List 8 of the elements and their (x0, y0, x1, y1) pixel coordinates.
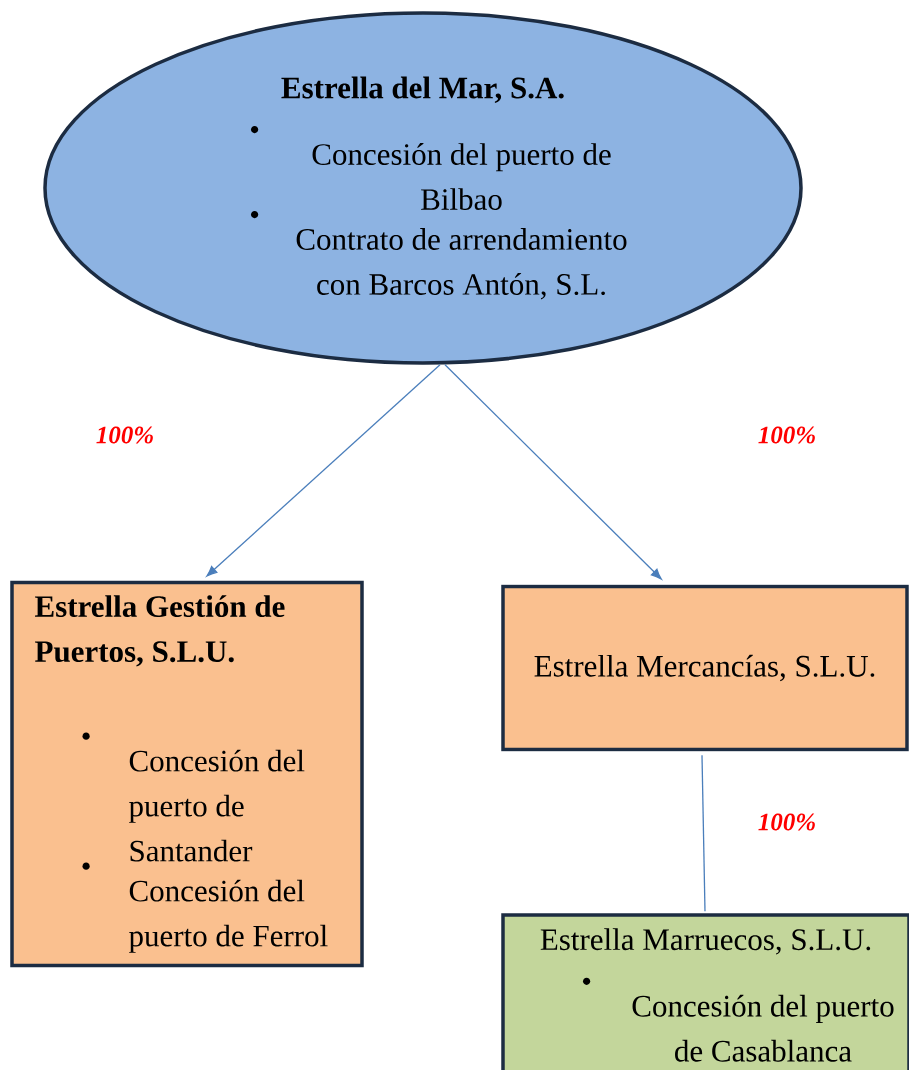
arrow (206, 364, 441, 577)
percentage-label: 100% (96, 426, 153, 444)
company-box: Estrella Marruecos, S.L.U. Concesión del puerto de Casablanca (501, 913, 909, 1070)
company-box: Estrella Mercancías, S.L.U. (501, 584, 909, 752)
percentage-label: 100% (758, 813, 815, 831)
percentage-label: 100% (758, 426, 815, 444)
company-box: Estrella Gestión de Puertos, S.L.U. Concesión del puerto de Santander Concesión del puerto de Ferrol (10, 580, 364, 968)
arrow (444, 364, 662, 580)
